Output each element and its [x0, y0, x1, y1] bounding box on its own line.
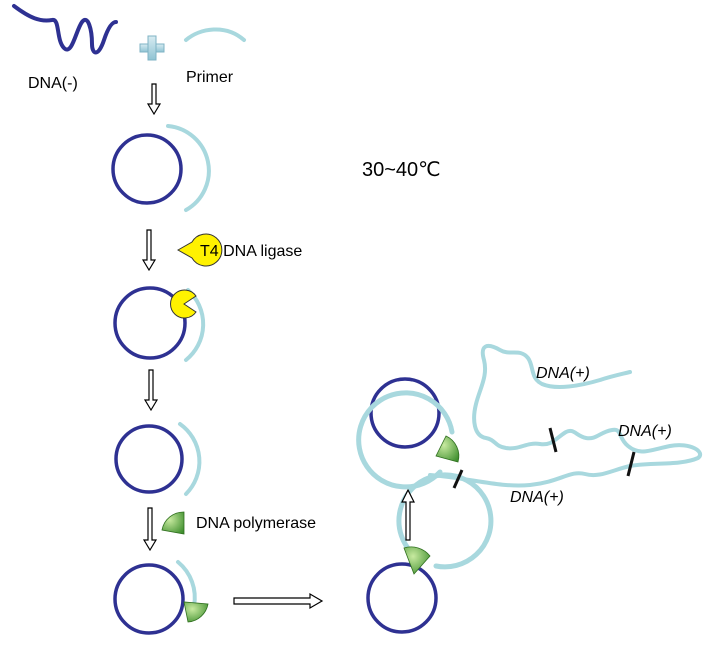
cut-mark-3 — [626, 451, 636, 477]
polymerase-on-circle-5 — [403, 546, 431, 575]
right-arrow — [233, 592, 324, 610]
circle-stage-5 — [366, 472, 494, 634]
down-arrow-1 — [146, 83, 162, 116]
label-product-2: DNA(+) — [618, 423, 672, 440]
polymerase-wedge-icon — [161, 511, 185, 535]
primer-strand — [184, 27, 246, 42]
dna-minus-strand — [12, 4, 118, 55]
label-temperature: 30~40℃ — [362, 159, 441, 181]
label-ligase: T4 DNA ligase — [200, 243, 302, 260]
label-product-1: DNA(+) — [536, 365, 590, 382]
label-product-3: DNA(+) — [510, 489, 564, 506]
cut-mark-1 — [452, 469, 464, 489]
up-arrow — [401, 488, 415, 541]
circle-stage-1 — [111, 124, 211, 212]
circle-stage-2 — [113, 286, 206, 362]
cut-mark-2 — [548, 427, 558, 453]
plus-icon — [139, 35, 165, 61]
pacman-ligase-icon — [176, 233, 223, 267]
label-primer: Primer — [186, 69, 234, 86]
polymerase-on-circle-4 — [183, 601, 209, 623]
label-polymerase: DNA polymerase — [196, 515, 316, 532]
polymerase-on-circle-6 — [435, 435, 460, 463]
down-arrow-3 — [143, 369, 159, 412]
circle-stage-4 — [113, 560, 209, 635]
down-arrow-4 — [142, 507, 158, 552]
pacman-ligase-on-circle — [170, 289, 197, 319]
label-dna-minus: DNA(-) — [28, 75, 78, 92]
circle-stage-6 — [356, 377, 455, 490]
circle-stage-3 — [114, 422, 202, 496]
down-arrow-2 — [141, 229, 157, 272]
